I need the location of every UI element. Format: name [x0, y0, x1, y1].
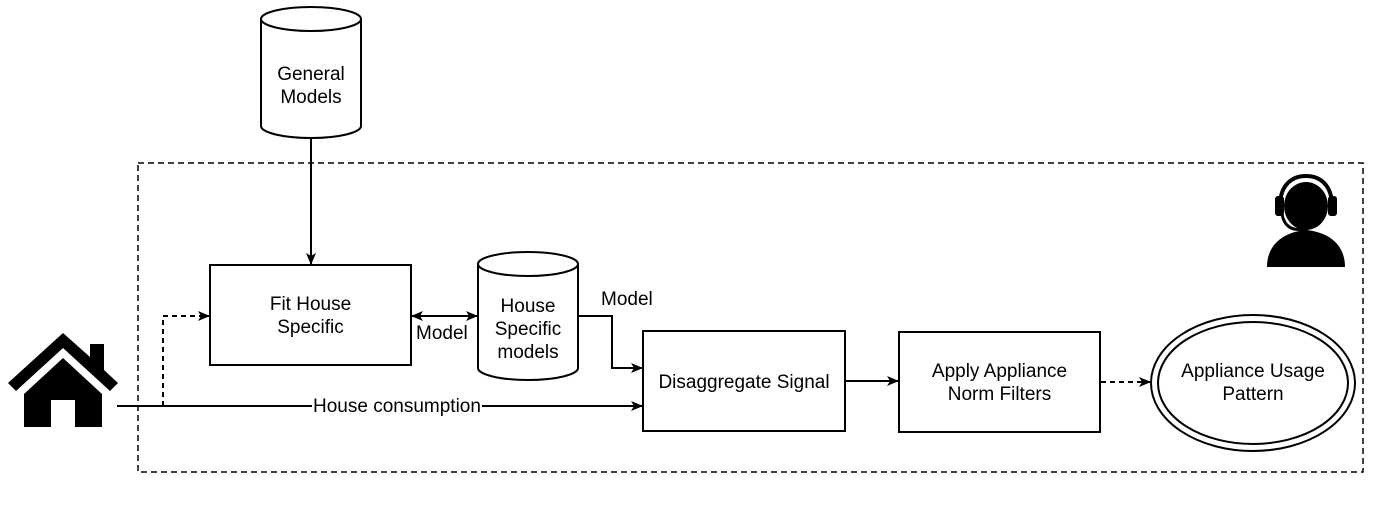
disaggregate-signal-box[interactable]	[642, 330, 846, 432]
edge-models-to-disaggregate	[578, 315, 643, 373]
system-boundary	[137, 162, 1364, 473]
general-models-label: General Models	[277, 64, 345, 108]
apply-filters-label: Apply Appliance Norm Filters	[931, 361, 1068, 405]
edge-label-model-to-disaggregate: Model	[600, 289, 654, 311]
headset-operator-icon	[1267, 173, 1345, 267]
general-models-cylinder[interactable]	[260, 6, 362, 139]
edge-label-model-bidirectional: Model	[415, 323, 469, 345]
usage-pattern-label: Appliance Usage Pattern	[1181, 361, 1325, 405]
disaggregate-signal-label: Disaggregate Signal	[658, 371, 830, 393]
house-icon	[8, 333, 118, 427]
usage-pattern-ellipse[interactable]	[1150, 314, 1356, 452]
edge-consumption-to-fit-dashed	[162, 311, 210, 406]
fit-house-specific-box[interactable]	[209, 264, 412, 366]
house-specific-models-label: House Specific models	[494, 295, 562, 363]
fit-house-specific-label: Fit House Specific	[269, 294, 352, 338]
edge-label-house-consumption: House consumption	[312, 396, 482, 418]
house-specific-models-cylinder[interactable]	[477, 251, 579, 381]
apply-filters-box[interactable]	[898, 331, 1101, 433]
